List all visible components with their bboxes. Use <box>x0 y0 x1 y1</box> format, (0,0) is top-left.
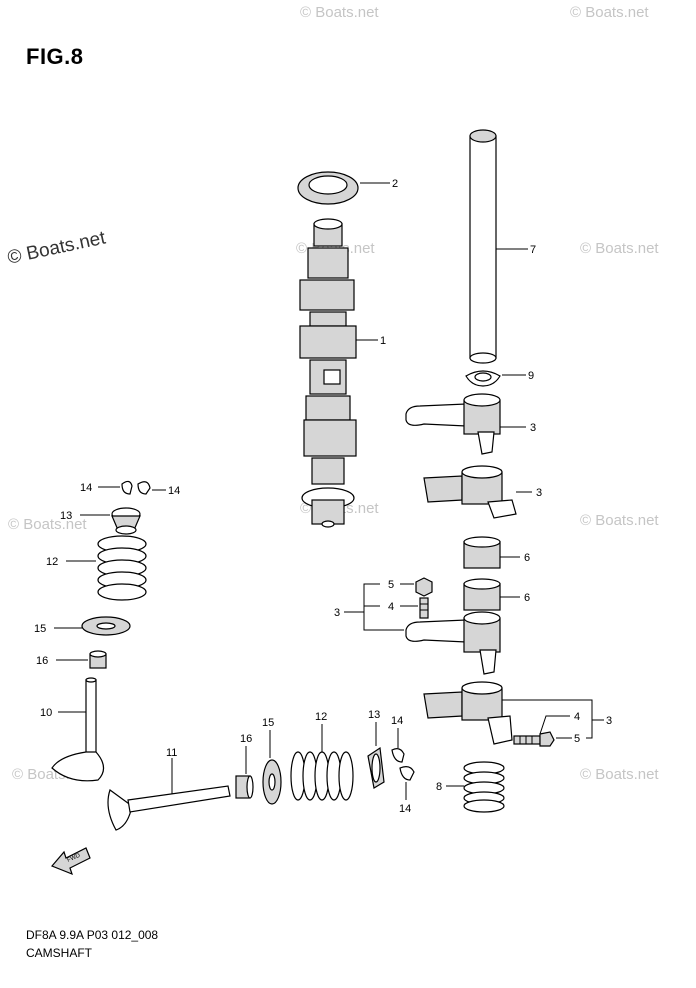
callout-1: 1 <box>380 335 386 347</box>
part-valve-seal <box>89 650 107 669</box>
part-intake-valve <box>51 677 105 782</box>
part-spring-retainer <box>111 507 141 535</box>
part-valve-spring <box>290 751 354 801</box>
callout-11: 11 <box>166 747 177 759</box>
callout-4a: 4 <box>388 601 394 613</box>
part-rocker-arm <box>423 465 517 519</box>
part-cotter <box>391 748 415 781</box>
part-nut <box>415 577 433 597</box>
part-spring-seat <box>81 616 131 636</box>
part-spring <box>463 761 505 813</box>
callout-14a: 14 <box>80 482 92 494</box>
callout-6b: 6 <box>524 592 530 604</box>
part-valve-seal <box>235 775 254 799</box>
callout-13a: 13 <box>60 510 72 522</box>
figure-title: FIG.8 <box>26 44 84 69</box>
forward-arrow-icon: FWD <box>50 847 91 876</box>
callout-9: 9 <box>528 370 534 382</box>
part-spacer <box>463 536 501 569</box>
watermark: © Boats.net <box>300 4 379 21</box>
part-oil-seal <box>297 171 359 205</box>
part-spring-retainer <box>367 746 385 789</box>
diagram-code: DF8A 9.9A P03 012_008 <box>26 928 159 942</box>
callout-6a: 6 <box>524 552 530 564</box>
callout-3b: 3 <box>536 487 542 499</box>
part-cotter <box>121 480 151 495</box>
callout-16a: 16 <box>36 655 48 667</box>
callout-7: 7 <box>530 244 536 256</box>
callout-14d: 14 <box>399 803 411 815</box>
part-adjusting-screw <box>419 597 429 619</box>
callout-12a: 12 <box>46 556 58 568</box>
part-spacer <box>463 578 501 611</box>
callout-14c: 14 <box>391 715 403 727</box>
part-valve-spring <box>97 535 147 601</box>
callout-13b: 13 <box>368 709 380 721</box>
callout-5b: 5 <box>574 733 580 745</box>
part-rocker-shaft <box>469 129 497 364</box>
callout-15b: 15 <box>262 717 274 729</box>
watermark: © Boats.net <box>580 766 659 783</box>
part-camshaft <box>299 218 357 528</box>
callout-15a: 15 <box>34 623 46 635</box>
part-adjusting-screw <box>513 735 541 745</box>
callout-2: 2 <box>392 178 398 190</box>
callout-4b: 4 <box>574 711 580 723</box>
part-spring-seat <box>262 759 282 805</box>
callout-3d: 3 <box>606 715 612 727</box>
callout-5a: 5 <box>388 579 394 591</box>
watermark: © Boats.net <box>580 512 659 529</box>
part-rocker-arm <box>405 611 501 675</box>
part-exhaust-valve <box>107 785 231 831</box>
callout-3a: 3 <box>530 422 536 434</box>
part-rocker-arm <box>423 681 513 745</box>
diagram-name: CAMSHAFT <box>26 946 92 960</box>
callout-12b: 12 <box>315 711 327 723</box>
fwd-label: FWD <box>66 853 82 864</box>
callout-16b: 16 <box>240 733 252 745</box>
callout-3c: 3 <box>334 607 340 619</box>
part-rocker-arm <box>405 393 501 455</box>
callout-10: 10 <box>40 707 52 719</box>
watermark: © Boats.net <box>8 516 87 533</box>
watermark: © Boats.net <box>580 240 659 257</box>
callout-14b: 14 <box>168 485 180 497</box>
callout-8: 8 <box>436 781 442 793</box>
part-nut <box>539 731 555 747</box>
part-washer <box>465 370 501 387</box>
watermark: © Boats.net <box>570 4 649 21</box>
